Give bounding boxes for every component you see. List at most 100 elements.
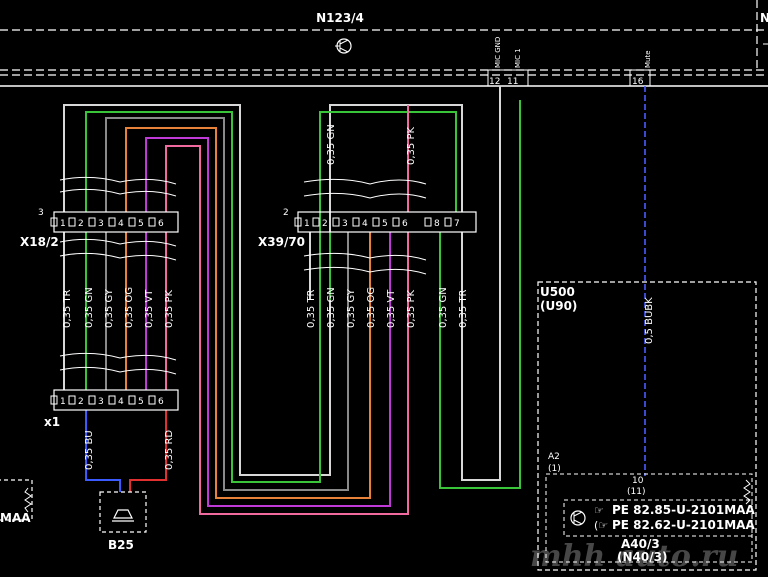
wire-label-left-1: 0,35 GN	[84, 287, 95, 328]
wire-label-mid-3: 0,35 OG	[366, 287, 377, 328]
top-pin-12: 12	[489, 77, 500, 87]
connector-x39-70-number: 2	[283, 208, 289, 218]
left-reference-text: MAA	[0, 511, 31, 525]
top-pin-16: 16	[632, 77, 644, 87]
connector-x18-2-label: X18/2	[20, 235, 59, 249]
wire-label-left-5: 0,35 PK	[164, 290, 175, 328]
x39-70-pin-1: 1	[304, 219, 310, 229]
x1-pin-4: 4	[118, 397, 124, 407]
amplifier-icon	[570, 510, 586, 526]
x1-pin-6: 6	[158, 397, 164, 407]
component-u500: U500 (U90) A2 (1) 10 (11) ☞ (☞ PE 82.85-…	[537, 281, 757, 571]
a40-pin-sub: (11)	[627, 487, 645, 497]
x39-70-pin-socket	[312, 217, 320, 227]
pin-name-mute: Mute	[644, 50, 652, 68]
x18-2-pin-4: 4	[118, 219, 124, 229]
x1-pin-socket	[128, 395, 136, 405]
wire-tr-right	[461, 86, 501, 481]
x18-2-pin-socket	[68, 217, 76, 227]
wire-vt-loop	[145, 137, 391, 507]
wire-gy-loop	[105, 117, 349, 491]
x18-2-pin-3: 3	[98, 219, 104, 229]
x18-2-pin-5: 5	[138, 219, 144, 229]
wire-gn-right	[439, 100, 521, 489]
x18-2-pin-socket	[88, 217, 96, 227]
x18-2-pin-socket	[128, 217, 136, 227]
x39-70-pin-7: 7	[454, 219, 460, 229]
x39-70-pin-socket	[444, 217, 452, 227]
x39-70-pin-socket	[392, 217, 400, 227]
x1-pin-socket	[108, 395, 116, 405]
wire-label-bubk: 0,5 BUBK	[644, 297, 655, 344]
wire-label-mid-2: 0,35 GY	[346, 288, 357, 328]
x39-70-pin-2: 2	[322, 219, 328, 229]
x39-70-pin-8: 8	[434, 219, 440, 229]
a40-3-sub-label: (N40/3)	[617, 550, 667, 564]
wire-label-left-3: 0,35 OG	[124, 287, 135, 328]
x18-2-pin-socket	[108, 217, 116, 227]
wire-label-mid-1: 0,35 GN	[326, 287, 337, 328]
wire-gn-loop	[85, 111, 457, 483]
connector-x18-2: 3 X18/2 1 2 3 4 5 6	[20, 176, 179, 261]
x1-pin-1: 1	[60, 397, 66, 407]
reference-pe-82-62: PE 82.62-U-2101MAA	[612, 518, 755, 532]
wire-label-mid-4: 0,35 VT	[386, 289, 397, 328]
amplifier-icon	[335, 38, 352, 54]
wire-label-x39-top-gn: 0,35 GN	[326, 124, 337, 165]
wire-layer	[63, 86, 646, 515]
wire-label-mid-6: 0,35 GN	[438, 287, 449, 328]
x39-70-pin-6: 6	[402, 219, 408, 229]
u90-label: (U90)	[540, 299, 577, 313]
x39-70-pin-socket	[372, 217, 380, 227]
wire-pk-loop	[165, 145, 409, 515]
x1-pin-socket	[148, 395, 156, 405]
x39-70-pin-socket	[352, 217, 360, 227]
b25-label: B25	[108, 538, 134, 552]
u500-label: U500	[540, 285, 575, 299]
module-n123-4: N123/4 N1	[0, 0, 768, 87]
x1-pin-3: 3	[98, 397, 104, 407]
wire-labels: 0,35 TR 0,35 GN 0,35 GY 0,35 OG 0,35 VT 0,35 …	[62, 124, 655, 470]
top-connector: 12 11 16 MIC GND MIC 1 Mute	[487, 37, 652, 87]
pin-name-mic-gnd: MIC GND	[494, 37, 502, 68]
connector-x39-70-label: X39/70	[258, 235, 305, 249]
x1-pin-5: 5	[138, 397, 144, 407]
pointing-hand-icon: (☞	[594, 519, 608, 532]
a40-pin: 10	[632, 476, 644, 486]
connector-x18-2-number: 3	[38, 208, 44, 218]
wire-label-left-0: 0,35 TR	[62, 289, 73, 328]
wire-label-b25-bu: 0,35 BU	[84, 430, 95, 470]
connector-x1: x1 1 2 3 4 5 6	[44, 352, 179, 429]
x1-pin-socket	[88, 395, 96, 405]
x39-70-pin-socket	[294, 217, 302, 227]
x18-2-pin-1: 1	[60, 219, 66, 229]
x1-pin-socket	[50, 395, 58, 405]
wire-rd-b25	[129, 410, 167, 492]
wire-label-b25-rd: 0,35 RD	[164, 430, 175, 470]
x18-2-pin-2: 2	[78, 219, 84, 229]
pin-name-mic-1: MIC 1	[514, 48, 522, 68]
x18-2-pin-socket	[148, 217, 156, 227]
component-b25: B25	[99, 491, 147, 552]
wire-bu-b25	[85, 410, 121, 492]
microphone-icon	[112, 509, 134, 522]
wire-og-loop	[125, 127, 371, 499]
x39-70-pin-5: 5	[382, 219, 388, 229]
wire-label-x39-top-pk: 0,35 PK	[406, 127, 417, 165]
wire-label-mid-0: 0,35 TR	[306, 289, 317, 328]
x1-pin-2: 2	[78, 397, 84, 407]
wire-label-mid-5: 0,35 PK	[406, 290, 417, 328]
a40-3-label: A40/3	[621, 537, 660, 551]
wire-label-left-2: 0,35 GY	[104, 288, 115, 328]
x1-pin-socket	[68, 395, 76, 405]
connector-x1-label: x1	[44, 415, 60, 429]
a2-sub-label: (1)	[548, 464, 561, 474]
pointing-hand-icon: ☞	[594, 504, 604, 517]
x39-70-pin-4: 4	[362, 219, 368, 229]
a2-label: A2	[548, 452, 560, 462]
module-title: N123/4	[316, 11, 364, 25]
module-title-right: N1	[760, 11, 768, 25]
x18-2-pin-6: 6	[158, 219, 164, 229]
x39-70-pin-3: 3	[342, 219, 348, 229]
